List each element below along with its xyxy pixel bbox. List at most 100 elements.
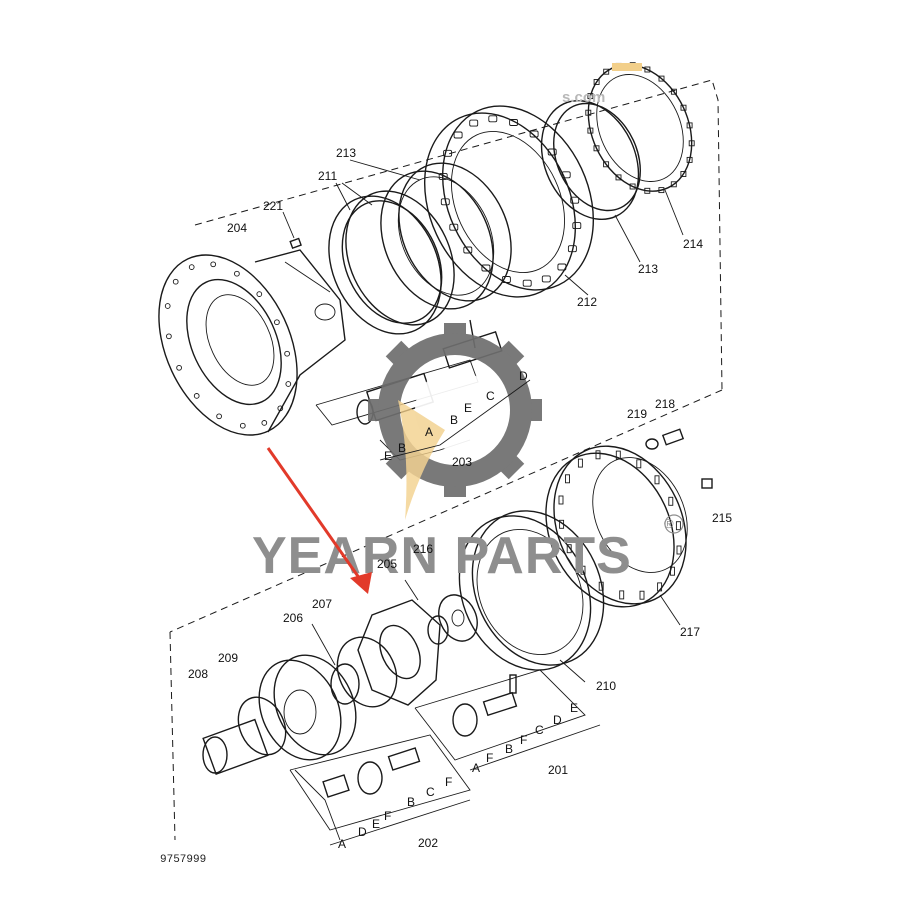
- ring-tooth: [644, 187, 651, 194]
- housing-bolt: [567, 245, 577, 253]
- part-201-gear-set: [414, 669, 586, 761]
- letter-upper-7: D: [519, 369, 528, 383]
- letter-left-6: C: [426, 785, 435, 799]
- part-214-ring-nut: [585, 62, 695, 236]
- housing-slot: [670, 566, 675, 576]
- part-206-pinion: [311, 623, 360, 705]
- housing-bolt: [443, 149, 453, 157]
- letter-right-4: F: [520, 733, 527, 747]
- bolt-hole: [261, 420, 268, 426]
- bolt-hole: [188, 264, 195, 270]
- letter-upper-1: E: [384, 449, 392, 463]
- callout-211: 211: [318, 169, 337, 183]
- ring-tooth: [587, 93, 594, 100]
- callout-218: 218: [655, 397, 675, 411]
- callout-209: 209: [218, 651, 238, 665]
- bolt-hole: [210, 261, 217, 268]
- letter-upper-6: C: [486, 389, 495, 403]
- housing-bolt: [501, 276, 511, 283]
- housing-slot: [654, 475, 660, 485]
- gear-rim: [378, 333, 532, 487]
- housing-bolt: [509, 119, 519, 126]
- part-221-plug: [282, 211, 302, 250]
- housing-bolt: [547, 148, 557, 156]
- watermark-url-fragment: s.com: [562, 89, 605, 106]
- letter-left-1: A: [338, 837, 346, 851]
- ring-tooth: [686, 122, 693, 129]
- ring-tooth: [680, 104, 687, 111]
- ring-tooth: [629, 183, 636, 190]
- housing-bolt: [481, 264, 491, 272]
- letter-upper-2: B: [398, 441, 406, 455]
- housing-slot: [676, 545, 682, 555]
- callout-204: 204: [227, 221, 247, 235]
- ring-tooth: [670, 181, 677, 188]
- ring-tooth: [587, 127, 594, 134]
- letter-right-2: D: [553, 713, 562, 727]
- housing-bolt: [570, 196, 580, 204]
- housing-slot: [558, 495, 564, 505]
- part-217-outer-housing: [545, 445, 688, 626]
- bolt-hole: [285, 381, 292, 387]
- callout-205: 205: [377, 557, 397, 571]
- callout-219: 219: [627, 407, 647, 421]
- callout-201: 201: [548, 763, 568, 777]
- bolt-hole: [284, 350, 290, 357]
- ring-tooth: [603, 68, 610, 75]
- part-205-carrier: [357, 579, 449, 706]
- callout-216: 216: [413, 542, 433, 556]
- watermark-registered-mark: ®: [664, 516, 674, 531]
- letter-upper-3: A: [425, 425, 433, 439]
- letter-left-3: E: [372, 817, 380, 831]
- ring-tooth: [658, 187, 665, 194]
- part-208-sun-gear: [202, 718, 269, 775]
- left-subpart-letters: A D E F B C F: [338, 775, 452, 851]
- bolt-hole: [172, 278, 179, 285]
- housing-bolt: [522, 279, 532, 287]
- letter-left-2: D: [358, 825, 367, 839]
- bolt-hole: [256, 291, 263, 297]
- letter-upper-4: B: [450, 413, 458, 427]
- housing-slot: [636, 459, 642, 469]
- assembly-frame: [169, 79, 723, 841]
- gear-logo-icon: [368, 323, 542, 497]
- ring-tooth: [615, 174, 622, 181]
- housing-bolt: [469, 119, 479, 127]
- letter-right-3: C: [535, 723, 544, 737]
- housing-slot: [595, 450, 601, 460]
- callout-214: 214: [683, 237, 703, 251]
- drawing-number: 9757999: [160, 854, 206, 866]
- watermark-brand: YEARN PARTS: [252, 527, 632, 585]
- bolt-hole: [277, 405, 284, 412]
- housing-slot: [615, 450, 621, 460]
- letter-left-4: F: [384, 809, 391, 823]
- ring-tooth: [603, 161, 610, 168]
- callout-212: 212: [577, 295, 597, 309]
- watermark-accent-tab: [612, 63, 642, 71]
- red-arrow-icon: [266, 447, 372, 594]
- bolt-hole: [164, 303, 171, 309]
- planet-carrier: [258, 654, 357, 761]
- housing-bolt: [541, 275, 551, 283]
- bolt-hole: [239, 422, 246, 429]
- callout-208: 208: [188, 667, 208, 681]
- watermark-logo: [368, 323, 542, 520]
- housing-slot: [668, 496, 674, 506]
- housing-bolt: [572, 222, 582, 230]
- callout-213-right: 213: [638, 262, 658, 276]
- housing-bolt: [529, 130, 539, 138]
- hub-bolt-holes: [164, 261, 292, 429]
- part-204-hub-flange: [158, 249, 346, 436]
- bolt-hole: [176, 364, 182, 371]
- ring-tooth: [688, 140, 695, 147]
- upper-subpart-letters: E B A B E C D: [384, 369, 528, 463]
- housing-slot: [580, 565, 586, 575]
- ring-tooth: [680, 171, 687, 177]
- housing-bolt: [449, 223, 459, 231]
- bolt-hole: [216, 413, 222, 420]
- letter-upper-5: E: [464, 401, 472, 415]
- registered-circle: [664, 514, 684, 534]
- callout-206: 206: [283, 611, 303, 625]
